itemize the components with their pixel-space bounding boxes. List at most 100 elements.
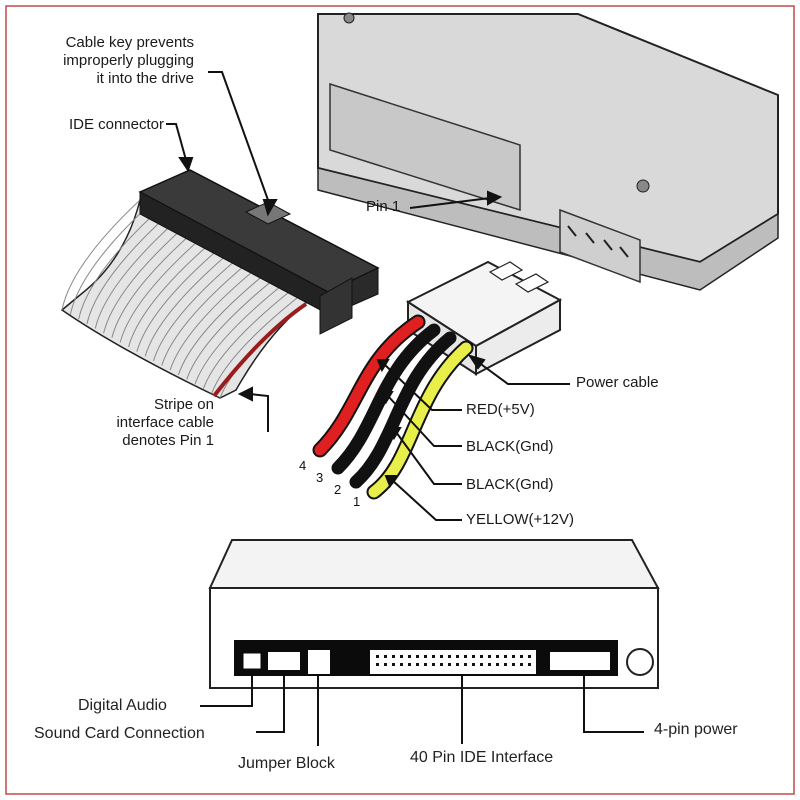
leader-lines — [166, 71, 570, 521]
label-yellow-12v: YELLOW(+12V) — [466, 511, 574, 528]
ide-pin — [376, 655, 379, 658]
ribbon-wire-line — [86, 215, 168, 325]
label-sound-card-connection: Sound Card Connection — [34, 725, 205, 742]
pin-number-1: 1 — [353, 494, 361, 509]
ide-connector-housing — [138, 169, 380, 335]
ribbon-wire-line — [169, 268, 257, 371]
ide-pin — [520, 655, 523, 658]
ide-pin — [480, 663, 483, 666]
hard-drive — [317, 12, 779, 291]
pin-number-2: 2 — [334, 482, 342, 497]
ide-pin — [440, 655, 443, 658]
pin1-stripe — [212, 302, 308, 398]
bottom-leader-lines — [200, 676, 644, 746]
ribbon-wire-line — [177, 273, 266, 375]
wire-black-1 — [331, 323, 441, 475]
ide-pin — [472, 663, 475, 666]
ide-pin — [528, 655, 531, 658]
label-power-cable: Power cable — [576, 374, 659, 391]
power-wires — [312, 314, 474, 500]
ribbon-wire-line — [111, 231, 195, 338]
ide-pin — [424, 663, 427, 666]
ribbon-wire-line — [128, 241, 212, 348]
ribbon-wire-line — [194, 283, 284, 385]
label-cable-key-line-1: Cable key prevents — [65, 34, 194, 51]
wire-black-2 — [349, 331, 457, 489]
ide-pin — [488, 663, 491, 666]
ribbon-wire-line — [136, 246, 221, 352]
label-pin1: Pin 1 — [366, 198, 401, 215]
ribbon-wire-line — [69, 204, 150, 315]
ide-pin — [464, 663, 467, 666]
label-stripe: Stripe on interface cable denotes Pin 1 — [48, 396, 214, 450]
four-pin-power-port — [550, 652, 610, 670]
ide-pin — [448, 663, 451, 666]
ide-pin — [448, 655, 451, 658]
ribbon-wire-line — [144, 252, 230, 357]
ide-pin — [400, 663, 403, 666]
ide-pin — [432, 663, 435, 666]
label-black-gnd-1: BLACK(Gnd) — [466, 438, 554, 455]
label-ide-connector: IDE connector — [68, 116, 164, 133]
digital-audio-port — [243, 653, 261, 669]
label-black-gnd-2: BLACK(Gnd) — [466, 476, 554, 493]
ide-pin — [416, 655, 419, 658]
ribbon-wire-line — [211, 294, 302, 394]
cd-drive — [208, 539, 660, 689]
label-stripe-line-3: denotes Pin 1 — [122, 432, 214, 449]
ide-pin — [440, 663, 443, 666]
pin-number-3: 3 — [316, 470, 324, 485]
ide-pin — [512, 655, 515, 658]
ide-pin — [424, 655, 427, 658]
ribbon-wire-line — [202, 289, 293, 389]
ide-pin — [512, 663, 515, 666]
ribbon-wire-line — [186, 278, 275, 380]
ide-pin — [408, 655, 411, 658]
ide-pin — [408, 663, 411, 666]
ide-pin — [504, 655, 507, 658]
ide-pin — [528, 663, 531, 666]
ribbon-wire-line — [119, 236, 203, 343]
ide-pin — [504, 663, 507, 666]
ide-pin — [384, 655, 387, 658]
label-cable-key-line-3: it into the drive — [96, 70, 194, 87]
ide-pin — [392, 663, 395, 666]
label-cable-key-line-2: improperly plugging — [63, 52, 194, 69]
ide-pin — [456, 663, 459, 666]
ide-pin — [456, 655, 459, 658]
ribbon-wire-line — [94, 220, 177, 329]
ribbon-wire-line — [61, 199, 141, 311]
ide-pin — [520, 663, 523, 666]
ide-pin — [376, 663, 379, 666]
label-stripe-line-1: Stripe on — [153, 396, 214, 413]
ide-pin — [488, 655, 491, 658]
ide-pin — [392, 655, 395, 658]
ide-pin — [496, 655, 499, 658]
pin-number-4: 4 — [299, 458, 307, 473]
ide-pin — [480, 655, 483, 658]
ide-pin — [432, 655, 435, 658]
frame-border — [5, 5, 795, 795]
ide-pin — [472, 655, 475, 658]
label-cable-key: Cable key prevents improperly plugging i… — [30, 34, 194, 88]
sound-card-port — [268, 652, 300, 670]
ide-ribbon-cable — [60, 198, 312, 399]
ide-pin — [400, 655, 403, 658]
ribbon-wire-line — [161, 262, 248, 366]
label-digital-audio: Digital Audio — [78, 697, 167, 714]
ide-pin — [496, 663, 499, 666]
ribbon-wire-line — [78, 210, 159, 320]
ide-pin — [416, 663, 419, 666]
ide-pin — [464, 655, 467, 658]
ribbon-wire-line — [152, 257, 239, 362]
ide-40pin-port — [370, 650, 536, 674]
ribbon-wire-line — [103, 225, 186, 334]
label-4pin-power: 4-pin power — [654, 721, 738, 738]
label-stripe-line-2: interface cable — [116, 414, 214, 431]
label-red-5v: RED(+5V) — [466, 401, 535, 418]
jumper-block-port — [308, 650, 330, 674]
label-jumper-block: Jumper Block — [238, 755, 335, 772]
label-40pin-ide-interface: 40 Pin IDE Interface — [410, 749, 554, 766]
